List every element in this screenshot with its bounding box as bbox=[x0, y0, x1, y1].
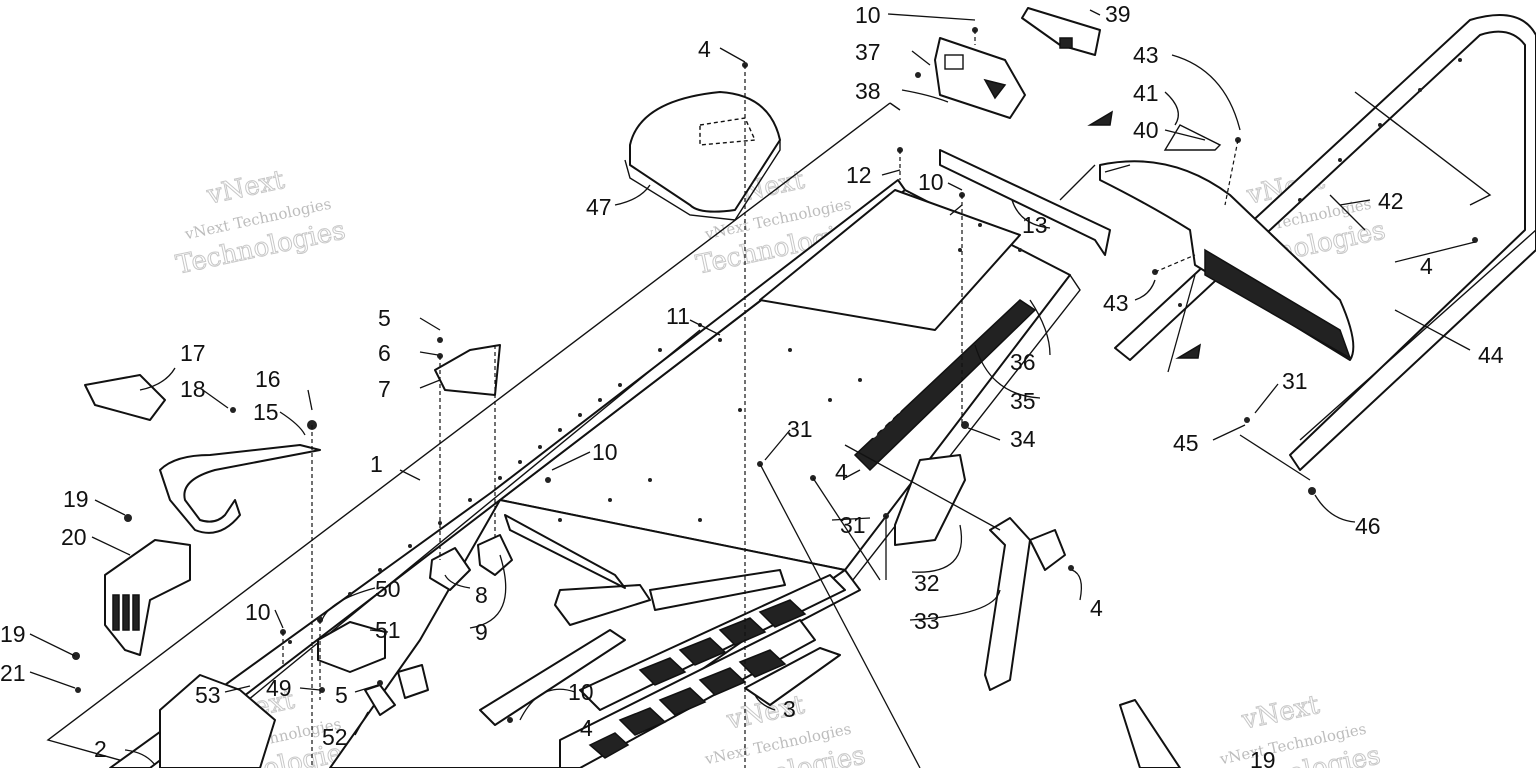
callout-labels: 1 2 3 4 4 4 4 4 5 5 6 7 8 9 10 10 10 10 … bbox=[0, 1, 1504, 768]
guide-lines bbox=[759, 110, 1366, 768]
callout-45: 45 bbox=[1173, 430, 1199, 456]
callout-8: 8 bbox=[475, 582, 488, 608]
clip-52 bbox=[364, 684, 396, 716]
callout-11: 11 bbox=[666, 303, 690, 329]
callout-4d: 4 bbox=[1420, 253, 1433, 279]
callout-39: 39 bbox=[1105, 1, 1131, 27]
callout-1: 1 bbox=[370, 451, 383, 477]
tunnel-decal bbox=[853, 299, 1037, 472]
rear-bracket-plate bbox=[649, 569, 786, 611]
callout-31a: 31 bbox=[787, 416, 813, 442]
callout-4e: 4 bbox=[580, 715, 593, 741]
bracket-8 bbox=[429, 547, 471, 591]
callout-49: 49 bbox=[266, 675, 292, 701]
callout-34: 34 bbox=[1010, 426, 1036, 452]
callout-19a: 19 bbox=[63, 486, 89, 512]
lower-cross-bar bbox=[479, 629, 626, 726]
callout-18: 18 bbox=[180, 376, 206, 402]
seat-pad-47 bbox=[624, 91, 781, 221]
callout-31c: 31 bbox=[1282, 368, 1308, 394]
callout-20: 20 bbox=[61, 524, 87, 550]
callout-4a: 4 bbox=[698, 36, 711, 62]
leader-lines bbox=[29, 9, 1476, 766]
watermark-line1: vNext bbox=[204, 165, 288, 211]
hitch-33 bbox=[984, 517, 1066, 691]
callout-17: 17 bbox=[180, 340, 206, 366]
callout-42: 42 bbox=[1378, 188, 1404, 214]
tunnel-rear-flap bbox=[759, 189, 1021, 331]
callout-32: 32 bbox=[914, 570, 940, 596]
callout-50: 50 bbox=[375, 576, 401, 602]
callout-9: 9 bbox=[475, 619, 488, 645]
callout-38: 38 bbox=[855, 78, 881, 104]
bar-13 bbox=[939, 149, 1111, 256]
callout-5a: 5 bbox=[378, 305, 391, 331]
callout-19c: 19 bbox=[1250, 747, 1276, 768]
callout-44: 44 bbox=[1478, 342, 1504, 368]
panel-holes bbox=[558, 223, 1022, 522]
bracket-7 bbox=[434, 344, 501, 396]
callout-19b: 19 bbox=[0, 621, 26, 647]
watermark-1: vNext vNext Technologies Technologies bbox=[173, 164, 349, 281]
callout-10a: 10 bbox=[855, 2, 881, 28]
cross-bar bbox=[504, 514, 626, 589]
callout-6: 6 bbox=[378, 340, 391, 366]
callout-10d: 10 bbox=[245, 599, 271, 625]
callout-51: 51 bbox=[375, 617, 401, 643]
tunnel-rail-edge bbox=[164, 329, 701, 768]
tunnel-left-rail bbox=[109, 179, 906, 768]
callout-10e: 10 bbox=[568, 679, 594, 705]
callout-3: 3 bbox=[783, 696, 796, 722]
rear-boundary bbox=[1354, 91, 1492, 206]
running-board-treads bbox=[559, 574, 846, 768]
callout-43a: 43 bbox=[1133, 42, 1159, 68]
callout-13: 13 bbox=[1022, 212, 1048, 238]
bracket-right-lower bbox=[1119, 699, 1181, 768]
callout-40: 40 bbox=[1133, 117, 1159, 143]
callout-52: 52 bbox=[322, 724, 348, 750]
callout-46: 46 bbox=[1355, 513, 1381, 539]
callout-10c: 10 bbox=[592, 439, 618, 465]
connector-plug bbox=[397, 664, 429, 699]
callout-7: 7 bbox=[378, 376, 391, 402]
watermark-line1: vNext bbox=[1239, 690, 1323, 736]
watermark-6: vNext vNext Technologies Technologies bbox=[1208, 689, 1384, 768]
tail-light-assembly bbox=[1099, 124, 1355, 361]
callout-36: 36 bbox=[1010, 349, 1036, 375]
tunnel-boundary-line bbox=[46, 102, 891, 768]
snow-flap-32 bbox=[894, 454, 966, 546]
callout-37: 37 bbox=[855, 39, 881, 65]
tunnel-lower-plate bbox=[329, 499, 846, 768]
callout-53: 53 bbox=[195, 682, 221, 708]
tunnel-boundary-top bbox=[889, 102, 901, 111]
callout-21: 21 bbox=[0, 660, 26, 686]
grab-handle-15 bbox=[159, 444, 321, 534]
callout-5b: 5 bbox=[335, 682, 348, 708]
lower-bracket-2 bbox=[159, 674, 276, 768]
bracket-20 bbox=[104, 539, 191, 656]
callout-2: 2 bbox=[94, 736, 107, 762]
callout-4c: 4 bbox=[1090, 595, 1103, 621]
tunnel-frame: 9000 bbox=[46, 102, 1081, 768]
callout-41: 41 bbox=[1133, 80, 1159, 106]
bracket-38 bbox=[934, 37, 1026, 119]
strap-39 bbox=[1021, 7, 1101, 56]
callout-4b: 4 bbox=[835, 459, 848, 485]
callout-47: 47 bbox=[586, 194, 612, 220]
assembly-dashed-lines bbox=[282, 30, 1239, 768]
callout-35: 35 bbox=[1010, 388, 1036, 414]
callout-16: 16 bbox=[255, 366, 281, 392]
callout-43b: 43 bbox=[1103, 290, 1129, 316]
callout-33: 33 bbox=[914, 608, 940, 634]
callout-31b: 31 bbox=[840, 512, 866, 538]
mount-3 bbox=[744, 647, 841, 706]
cover-17 bbox=[84, 374, 166, 421]
callout-10b: 10 bbox=[918, 169, 944, 195]
callout-15: 15 bbox=[253, 399, 279, 425]
rear-bracket bbox=[554, 584, 651, 626]
callout-12: 12 bbox=[846, 162, 872, 188]
module-51 bbox=[317, 621, 386, 673]
